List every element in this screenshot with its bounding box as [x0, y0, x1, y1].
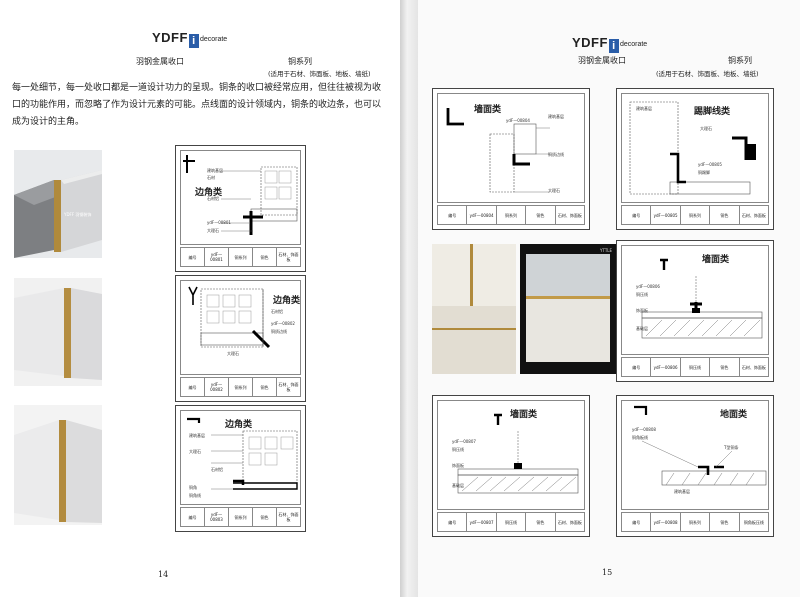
drawing-area: 墙面类 建筑基层 ydF—00804 铜质边线 大理石 [437, 93, 585, 203]
photo-2-art [14, 288, 102, 380]
section-drawing [183, 155, 298, 235]
spec-footer: 编号 ydF—00801 铜系列 铜色 石材、饰面板 [180, 247, 301, 267]
spec-footer: 编号 ydF—00803 铜系列 铜色 石材、饰面板 [180, 507, 301, 527]
series-title: 铜系列 [288, 57, 312, 66]
drawing-card-r4: 墙面类 ydF—00807 铜压线 饰面板 基础层 编号 ydF—00807 铜… [432, 395, 590, 537]
install-photo-2-art [526, 254, 610, 362]
category-label: 墙面类 [510, 410, 538, 420]
drawing-card-r5: 地面类 ydF—00808 铜角板线 T型铜条 建筑基层 编号 ydF—0080… [616, 395, 774, 537]
section-drawing [188, 286, 271, 349]
category-label: 踢脚线类 [694, 107, 731, 117]
drawing-area: 地面类 ydF—00808 铜角板线 T型铜条 建筑基层 [621, 400, 769, 510]
category-label: 墙面类 [702, 255, 730, 265]
drawing-area: 边角类 建筑基层 石材 石材铝 ydF—00801 大理石 [180, 150, 301, 245]
drawing-area: 边角类 建筑基层 大理石 石材铝 铜角 铜角线 [180, 410, 301, 505]
product-photo-1: YDFF 羽钢装饰 [14, 150, 102, 258]
category-label: 地面类 [720, 410, 748, 420]
page-number: 15 [602, 568, 613, 577]
photo-3-art [14, 420, 102, 523]
drawing-card-l2: 边角类 石材铝 ydF—00802 铜质边线 大理石 编号 ydF—00802 … [175, 275, 306, 402]
install-photo-2: YTTLE [520, 244, 616, 374]
drawing-card-l1: 边角类 建筑基层 石材 石材铝 ydF—00801 大理石 编号 ydF—008… [175, 145, 306, 272]
product-photo-2 [14, 278, 102, 386]
drawing-card-r2: 踢脚线类 建筑基层 大理石 ydF—00805 铜踢脚 编号 ydF—00805… [616, 88, 774, 230]
spec-footer: 编号 ydF—00806 铜压线 铜色 石材、饰面板 [621, 357, 769, 377]
install-photo-1-art [432, 244, 516, 374]
section-drawing [641, 258, 763, 339]
page-number: 14 [158, 570, 169, 579]
drawing-card-r3: 墙面类 ydF—00806 铜压线 饰面板 基础层 编号 ydF—00806 铜… [616, 240, 774, 382]
spec-footer: 编号 ydF—00807 铜压线 铜色 石材、饰面板 [437, 512, 585, 532]
install-photo-1 [432, 244, 516, 374]
spec-footer: 编号 ydF—00804 铜系列 铜色 石材、饰面板 [437, 205, 585, 225]
intro-paragraph: 每一处细节，每一处收口都是一道设计功力的呈现。铜条的收口被经常应用，但往往被视为… [12, 83, 382, 127]
section-drawing [457, 413, 579, 494]
spec-footer: 编号 ydF—00802 铜系列 铜色 石材、饰面板 [180, 377, 301, 397]
section-drawing [446, 108, 550, 193]
category-label: 边角类 [225, 420, 253, 430]
series-title: 铜系列 [728, 56, 752, 65]
drawing-card-l3: 边角类 建筑基层 大理石 石材铝 铜角 铜角线 编号 ydF—00803 铜系列… [175, 405, 306, 532]
drawing-card-r1: 墙面类 建筑基层 ydF—00804 铜质边线 大理石 编号 ydF—00804… [432, 88, 590, 230]
subtitle: (适用于石材、饰面板、地板、墙纸) [656, 70, 759, 78]
drawing-area: 踢脚线类 建筑基层 大理石 ydF—00805 铜踢脚 [621, 93, 769, 203]
photo-1-art [14, 170, 102, 258]
section-drawing [629, 101, 756, 195]
category-label: 边角类 [195, 188, 223, 198]
header-title: 羽钢金属收口 [578, 56, 626, 65]
header-title: 羽钢金属收口 [136, 57, 184, 66]
photo-badge: YTTLE [600, 248, 613, 253]
section-drawing [187, 417, 298, 490]
drawing-area: 墙面类 ydF—00807 铜压线 饰面板 基础层 [437, 400, 585, 510]
book-gutter [400, 0, 418, 597]
section-drawing [634, 405, 767, 486]
category-label: 边角类 [273, 296, 301, 306]
drawing-area: 边角类 石材铝 ydF—00802 铜质边线 大理石 [180, 280, 301, 375]
subtitle: (适用于石材、饰面板、地板、墙纸) [268, 70, 371, 78]
spec-footer: 编号 ydF—00808 铜系列 铜色 铜角板压线 [621, 512, 769, 532]
product-photo-3 [14, 405, 102, 525]
drawing-area: 墙面类 ydF—00806 铜压线 饰面板 基础层 [621, 245, 769, 355]
photo-watermark: YDFF 羽钢装饰 [64, 212, 92, 217]
category-label: 墙面类 [474, 105, 502, 115]
spec-footer: 编号 ydF—00805 铜系列 铜色 石材、饰面板 [621, 205, 769, 225]
